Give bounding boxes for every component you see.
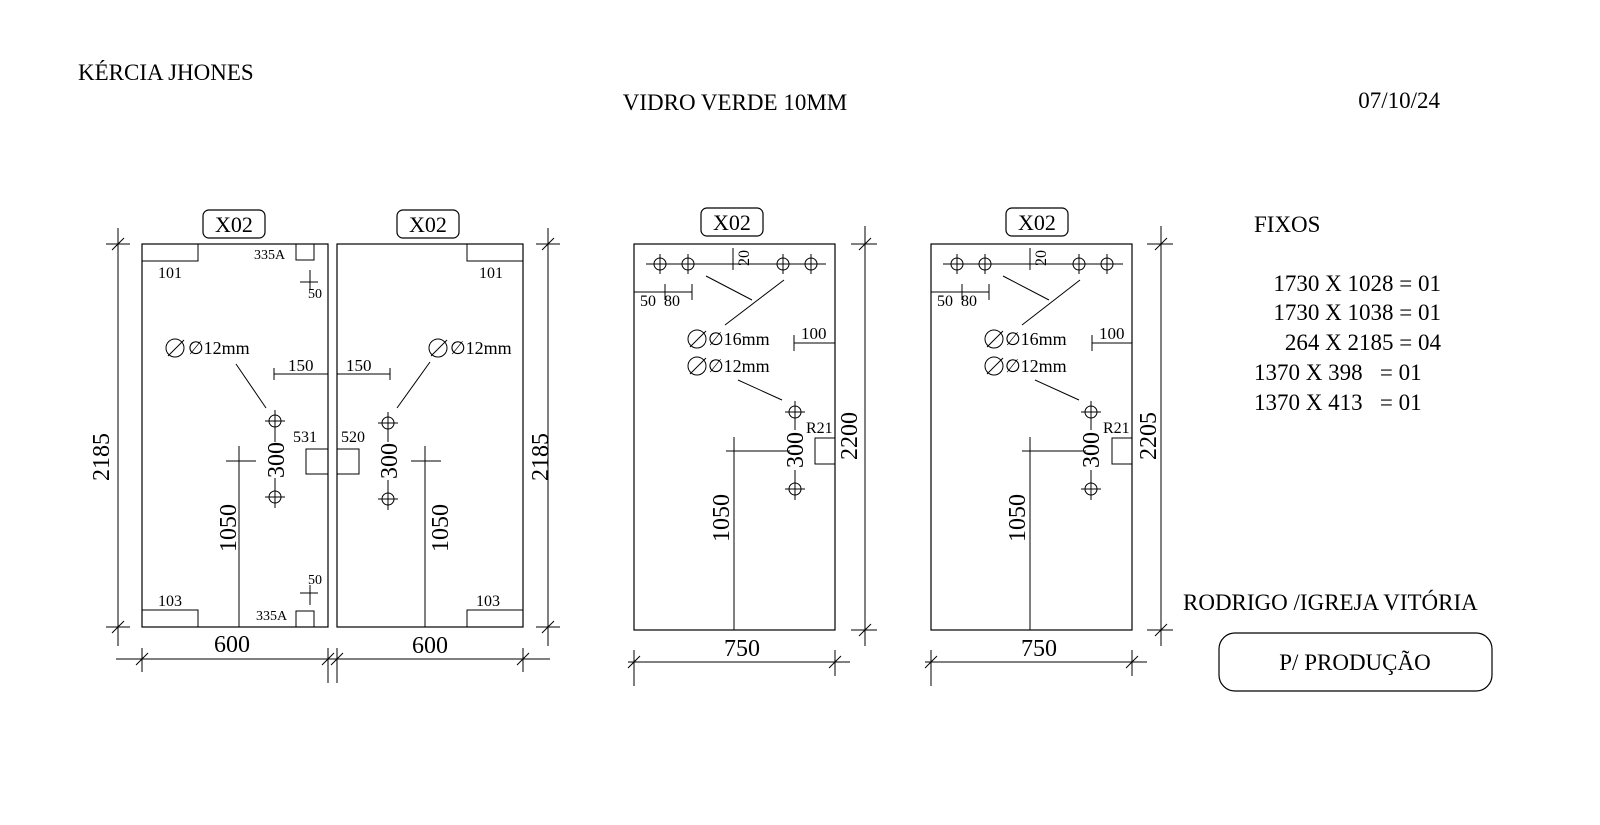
top-hole-3 [776, 254, 790, 274]
handle-hole-top [265, 410, 285, 432]
left-offset-1: 50 [640, 293, 656, 310]
lock-label: R21 [806, 420, 833, 437]
fixos-item: 264 X 2185 = 04 [1285, 330, 1442, 355]
panel-height-label: 2185 [528, 433, 554, 481]
fixos-title: FIXOS [1254, 212, 1320, 237]
panel-1: X02 101 103 335A 50 335A 50 ∅12mm 150 [89, 209, 335, 683]
bottom-pivot-label: 335A [256, 609, 288, 624]
panel-tag: X02 [215, 212, 253, 237]
production-stamp: P/ PRODUÇÃO [1279, 650, 1430, 675]
lock-label: R21 [1103, 420, 1130, 437]
panel-width-label: 750 [1021, 636, 1057, 662]
hole-offset-label: 100 [1099, 324, 1125, 343]
hole-offset-label: 100 [801, 324, 827, 343]
handle-hole-bottom [785, 478, 805, 500]
top-hole-3 [1072, 254, 1086, 274]
top-fitting [466, 244, 523, 262]
handle-hole-bottom [1081, 478, 1101, 500]
panel-height-label: 2200 [837, 412, 863, 460]
panel-width-label: 600 [412, 633, 448, 659]
panel-width-label: 600 [214, 632, 250, 658]
top-hole-1 [950, 254, 964, 274]
top-hole-2 [978, 254, 992, 274]
fixos-item: 1370 X 398 = 01 [1254, 360, 1422, 385]
fixos-item: 1370 X 413 = 01 [1254, 390, 1422, 415]
panel-width-label: 750 [724, 636, 760, 662]
panel-4: X02 20 50 80 ∅16mm ∅12mm 100 300 [924, 207, 1173, 686]
lock-cutout [1111, 437, 1133, 465]
top-pivot [295, 243, 315, 261]
lock-label: 520 [341, 429, 365, 446]
lock-label: 531 [293, 429, 317, 446]
hole-label-small: ∅12mm [708, 356, 770, 376]
bottom-fitting [142, 609, 199, 627]
client-name: KÉRCIA JHONES [78, 60, 254, 85]
lock-cutout [305, 448, 329, 475]
hole-spacing-label: 300 [264, 442, 290, 478]
handle-hole-bottom [378, 488, 398, 510]
hole-label-large: ∅16mm [708, 329, 770, 349]
hole-label: ∅12mm [450, 338, 512, 358]
lock-cutout [336, 448, 360, 475]
bottom-pivot-offset: 50 [308, 573, 322, 588]
top-hole-4 [1100, 254, 1114, 274]
glass-panel [930, 243, 1133, 631]
top-fitting [142, 244, 199, 262]
hole-offset-label: 150 [346, 356, 372, 375]
handle-hole-bottom [265, 486, 285, 508]
panel-2: X02 101 103 ∅12mm 150 300 1050 520 [330, 209, 560, 683]
hole-offset-label: 150 [288, 356, 314, 375]
handle-height-label: 1050 [216, 504, 242, 552]
panel-3: X02 20 50 80 ∅16mm ∅12mm 100 [627, 207, 877, 686]
left-offset-2: 80 [961, 293, 977, 310]
fixos-list: FIXOS 1730 X 1028 = 01 1730 X 1038 = 01 … [1254, 212, 1441, 415]
top-hole-4 [804, 254, 818, 274]
hole-spacing-label: 300 [1079, 432, 1105, 468]
top-offset-label: 20 [736, 250, 753, 266]
hole-label-large: ∅16mm [1005, 329, 1067, 349]
hole-label-small: ∅12mm [1005, 356, 1067, 376]
tag-box [1005, 207, 1069, 237]
panel-height-label: 2185 [89, 433, 115, 481]
material-title: VIDRO VERDE 10MM [623, 90, 847, 115]
left-offset-2: 80 [664, 293, 680, 310]
hole-spacing-label: 300 [377, 443, 403, 479]
handle-height-label: 1050 [709, 494, 735, 542]
top-fitting-label: 101 [479, 265, 503, 282]
handle-height-label: 1050 [428, 504, 454, 552]
hole-spacing-label: 300 [783, 432, 809, 468]
handle-height-label: 1050 [1005, 494, 1031, 542]
glass-panel [336, 243, 524, 628]
customer-label: RODRIGO /IGREJA VITÓRIA [1183, 589, 1478, 615]
tag-box [396, 209, 460, 239]
panel-height-label: 2205 [1136, 412, 1162, 460]
hole-label: ∅12mm [188, 338, 250, 358]
top-pivot-offset: 50 [308, 287, 322, 302]
top-offset-label: 20 [1033, 250, 1050, 266]
panel-tag: X02 [409, 212, 447, 237]
bottom-fitting [466, 609, 523, 627]
handle-hole-top [785, 401, 805, 423]
bottom-pivot [295, 610, 315, 628]
glass-panel [141, 243, 329, 628]
handle-hole-top [1081, 401, 1101, 423]
panel-tag: X02 [1018, 210, 1056, 235]
date: 07/10/24 [1358, 88, 1440, 113]
top-pivot-label: 335A [254, 248, 286, 263]
left-offset-1: 50 [937, 293, 953, 310]
top-hole-1 [653, 254, 667, 274]
bottom-fitting-label: 103 [476, 593, 500, 610]
bottom-fitting-label: 103 [158, 593, 182, 610]
lock-cutout [814, 437, 836, 465]
top-hole-2 [681, 254, 695, 274]
handle-hole-top [378, 412, 398, 434]
tag-box [202, 209, 266, 239]
stamp-box [1218, 632, 1493, 692]
fixos-item: 1730 X 1028 = 01 [1273, 271, 1441, 296]
panel-tag: X02 [713, 210, 751, 235]
fixos-item: 1730 X 1038 = 01 [1273, 300, 1441, 325]
tag-box [700, 207, 764, 237]
top-fitting-label: 101 [158, 265, 182, 282]
